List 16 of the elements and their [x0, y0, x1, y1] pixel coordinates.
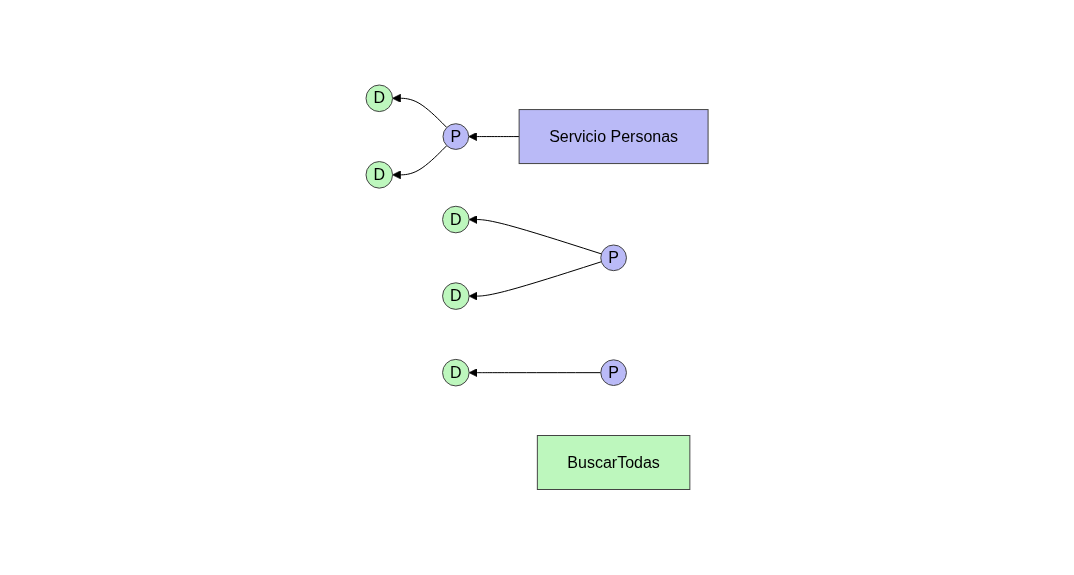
arrow — [468, 215, 602, 255]
node-circle: P — [600, 359, 627, 387]
node-circle: D — [365, 161, 393, 189]
node-circle: D — [442, 206, 470, 234]
node-circle: D — [442, 282, 470, 311]
arrow — [468, 368, 602, 378]
node-circle: D — [365, 84, 393, 113]
arrow — [468, 261, 602, 301]
node-circle: P — [442, 123, 470, 151]
arrow — [392, 145, 448, 180]
arrow — [392, 94, 448, 129]
node-circle: P — [600, 244, 627, 272]
node-circle: D — [442, 359, 470, 387]
node-box: BuscarTodas — [536, 435, 691, 491]
node-box: Servicio Personas — [518, 109, 709, 165]
arrow — [468, 132, 520, 142]
